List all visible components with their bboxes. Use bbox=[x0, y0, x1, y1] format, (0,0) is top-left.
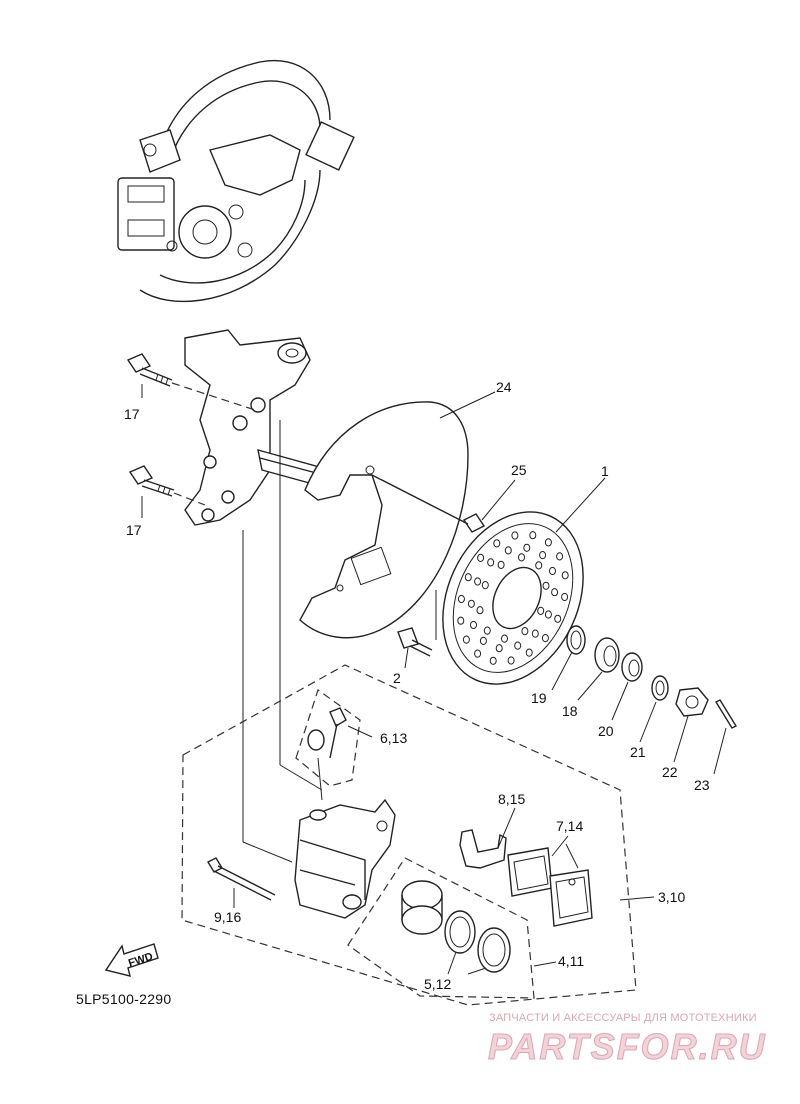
disc-hole bbox=[518, 553, 525, 562]
disc-hole bbox=[507, 656, 515, 665]
callout-leaders bbox=[141, 384, 727, 975]
disc-hole bbox=[551, 588, 559, 597]
bolt-17-lower bbox=[128, 465, 206, 506]
watermark-logo: PARTSFOR.RU bbox=[488, 1026, 767, 1068]
disc-hole bbox=[523, 543, 531, 552]
bleeder-box bbox=[295, 689, 361, 787]
disc-cover-plate bbox=[299, 401, 469, 639]
callout-25: 25 bbox=[511, 462, 527, 478]
disc-hole bbox=[541, 634, 549, 643]
disc-hole bbox=[501, 634, 508, 643]
disc-hole bbox=[539, 551, 547, 560]
disc-hole bbox=[462, 635, 470, 644]
knuckle-bracket bbox=[184, 329, 336, 526]
callout-7-14: 7,14 bbox=[556, 818, 584, 834]
disc-hole bbox=[537, 606, 545, 616]
disc-hole bbox=[542, 581, 550, 590]
disc-hole bbox=[489, 656, 497, 665]
callout-3-10: 3,10 bbox=[658, 889, 686, 905]
disc-hole bbox=[464, 573, 472, 582]
caliper-assembly-box bbox=[181, 664, 637, 1006]
disc-hole bbox=[525, 648, 533, 657]
fwd-arrow-icon: FWD bbox=[104, 943, 159, 977]
disc-hole bbox=[561, 571, 569, 580]
disc-hole bbox=[511, 531, 519, 540]
callout-23: 23 bbox=[694, 777, 710, 793]
callout-8-15: 8,15 bbox=[498, 791, 526, 807]
disc-hole bbox=[549, 566, 556, 576]
disc-hole bbox=[514, 641, 522, 650]
callout-1: 1 bbox=[601, 463, 609, 479]
disc-hole bbox=[554, 614, 562, 623]
brake-disc bbox=[442, 511, 584, 685]
callout-17-upper: 17 bbox=[124, 406, 140, 422]
disc-hole bbox=[457, 594, 465, 604]
callout-4-11: 4,11 bbox=[558, 953, 585, 969]
callout-9-16: 9,16 bbox=[214, 909, 242, 925]
disc-hole bbox=[481, 581, 489, 590]
disc-hole bbox=[497, 560, 505, 570]
assembled-brake-overview bbox=[117, 59, 355, 303]
callout-20: 20 bbox=[598, 723, 614, 739]
caliper-piston bbox=[401, 880, 443, 935]
disc-hole bbox=[483, 626, 491, 635]
callout-17-lower: 17 bbox=[126, 522, 142, 538]
disc-hole bbox=[487, 558, 495, 567]
axle-hardware bbox=[566, 625, 737, 729]
callout-24: 24 bbox=[496, 379, 512, 395]
disc-hole bbox=[470, 620, 477, 630]
disc-hole bbox=[477, 553, 485, 563]
piston-seal-box bbox=[347, 857, 535, 999]
bolt-2 bbox=[397, 590, 437, 657]
disc-hole bbox=[493, 539, 501, 548]
disc-hole bbox=[521, 627, 529, 636]
brake-pads bbox=[507, 847, 593, 927]
caliper-pin bbox=[207, 857, 276, 901]
callout-21: 21 bbox=[630, 744, 646, 760]
bolt-17-upper bbox=[126, 353, 256, 411]
disc-hole bbox=[529, 531, 537, 540]
callout-18: 18 bbox=[562, 703, 578, 719]
disc-hole bbox=[535, 561, 543, 570]
pad-spring bbox=[459, 829, 507, 869]
disc-hole bbox=[544, 610, 552, 619]
disc-hole bbox=[457, 616, 465, 625]
callout-22: 22 bbox=[662, 764, 678, 780]
disc-hole bbox=[474, 649, 482, 658]
piston-seals bbox=[444, 910, 511, 973]
callout-6-13: 6,13 bbox=[380, 730, 408, 746]
disc-hole bbox=[474, 577, 482, 586]
disc-hole bbox=[561, 592, 569, 602]
assembly-leader-lines bbox=[242, 420, 323, 863]
screw-25 bbox=[371, 474, 486, 533]
watermark-subtitle: ЗАПЧАСТИ И АКСЕССУАРЫ ДЛЯ МОТОТЕХНИКИ bbox=[489, 1012, 757, 1024]
disc-hole bbox=[467, 599, 475, 608]
disc-hole bbox=[544, 538, 552, 547]
callout-2: 2 bbox=[393, 670, 401, 686]
callout-19: 19 bbox=[531, 690, 547, 706]
disc-hole bbox=[479, 636, 487, 646]
diagram-code: 5LP5100-2290 bbox=[76, 991, 172, 1007]
disc-hole bbox=[556, 552, 564, 561]
disc-hole bbox=[504, 546, 512, 555]
caliper-body bbox=[294, 798, 396, 919]
disc-hole bbox=[476, 606, 484, 615]
disc-hole bbox=[495, 644, 503, 653]
disc-hole bbox=[531, 629, 539, 638]
callout-5-12: 5,12 bbox=[424, 976, 452, 992]
bleeder-screw bbox=[307, 707, 347, 801]
